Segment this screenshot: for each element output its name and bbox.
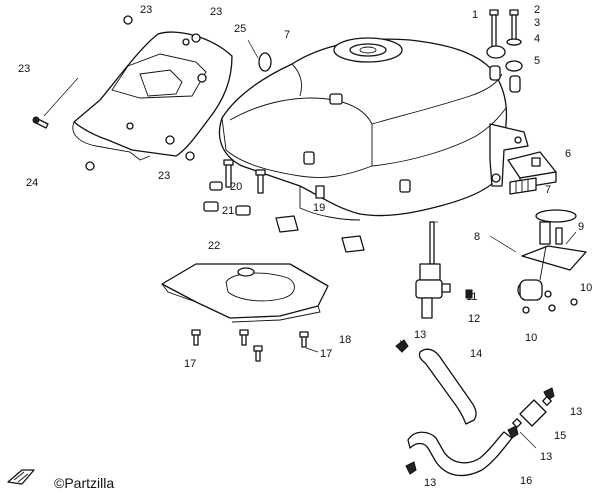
bolt[interactable] [299,331,309,348]
rubber-pad[interactable] [341,235,365,253]
watermark: ©Partzilla [54,475,114,491]
clip[interactable] [203,201,219,212]
callout-label: 10 [580,282,592,294]
callout-label: 22 [208,240,220,252]
bolt[interactable] [253,345,263,362]
callout-label: 2 [534,4,540,16]
damper[interactable] [505,60,523,72]
callout-label: 8 [474,231,480,243]
clip[interactable] [209,181,223,191]
screw[interactable] [570,298,578,306]
grommet[interactable] [185,151,195,161]
callout-label: 17 [184,358,196,370]
callout-label: 20 [230,181,242,193]
clip[interactable] [235,205,251,216]
callout-label: 14 [470,348,482,360]
side-cover[interactable] [72,31,233,161]
fuel-cock[interactable] [415,221,451,319]
callout-label: 16 [520,475,532,487]
book-icon [7,469,35,485]
callout-label: 1 [472,9,478,21]
bolt[interactable] [489,9,499,52]
callout-label: 13 [540,451,552,463]
hose-clamp[interactable] [395,339,409,353]
bolt[interactable] [239,329,249,346]
screw[interactable] [548,304,556,312]
screw[interactable] [544,290,552,298]
callout-label: 13 [414,329,426,341]
fuel-filter[interactable] [512,396,552,428]
callout-label: 13 [424,477,436,489]
bolt[interactable] [191,329,201,346]
callout-label: 24 [26,177,38,189]
callout-label: 10 [525,332,537,344]
collar[interactable] [509,75,521,93]
damper[interactable] [486,45,506,59]
heat-shield[interactable] [161,263,329,323]
callout-label: 23 [210,6,222,18]
callout-label: 3 [534,17,540,29]
callout-label: 23 [158,170,170,182]
callout-label: 23 [18,63,30,75]
o-ring[interactable] [535,209,577,223]
callout-label: 15 [554,430,566,442]
hose-clamp[interactable] [507,425,519,439]
callout-label: 6 [565,148,571,160]
callout-label: 11 [466,291,477,303]
callout-label: 9 [578,221,584,233]
screw[interactable] [522,306,530,314]
callout-label: 19 [313,202,325,214]
bolt[interactable] [255,169,266,194]
fuel-hose[interactable] [407,431,513,477]
callout-label: 5 [534,55,540,67]
callout-label: 17 [320,348,332,360]
hose-clamp[interactable] [405,461,417,475]
tank-cushion[interactable] [258,52,272,72]
callout-label: 4 [534,33,540,45]
callout-label: 13 [570,406,582,418]
callout-label: 12 [468,313,480,325]
callout-label: 7 [284,29,290,41]
callout-label: 21 [222,205,234,217]
screw[interactable] [32,116,49,129]
fuel-hose[interactable] [418,348,477,425]
collar[interactable] [489,65,501,81]
bolt[interactable] [223,159,234,188]
grommet[interactable] [85,161,95,171]
fuel-tank[interactable] [218,37,529,221]
grommet[interactable] [191,33,201,43]
callout-label: 7 [545,184,551,196]
screw[interactable] [465,289,473,299]
rubber-pad[interactable] [275,215,299,233]
fuel-pump-assembly[interactable] [517,221,587,301]
callout-label: 18 [339,334,351,346]
rubber-block[interactable] [509,177,537,195]
callout-label: 23 [140,4,152,16]
grommet[interactable] [123,15,133,25]
washer[interactable] [506,38,522,46]
callout-label: 25 [234,23,246,35]
